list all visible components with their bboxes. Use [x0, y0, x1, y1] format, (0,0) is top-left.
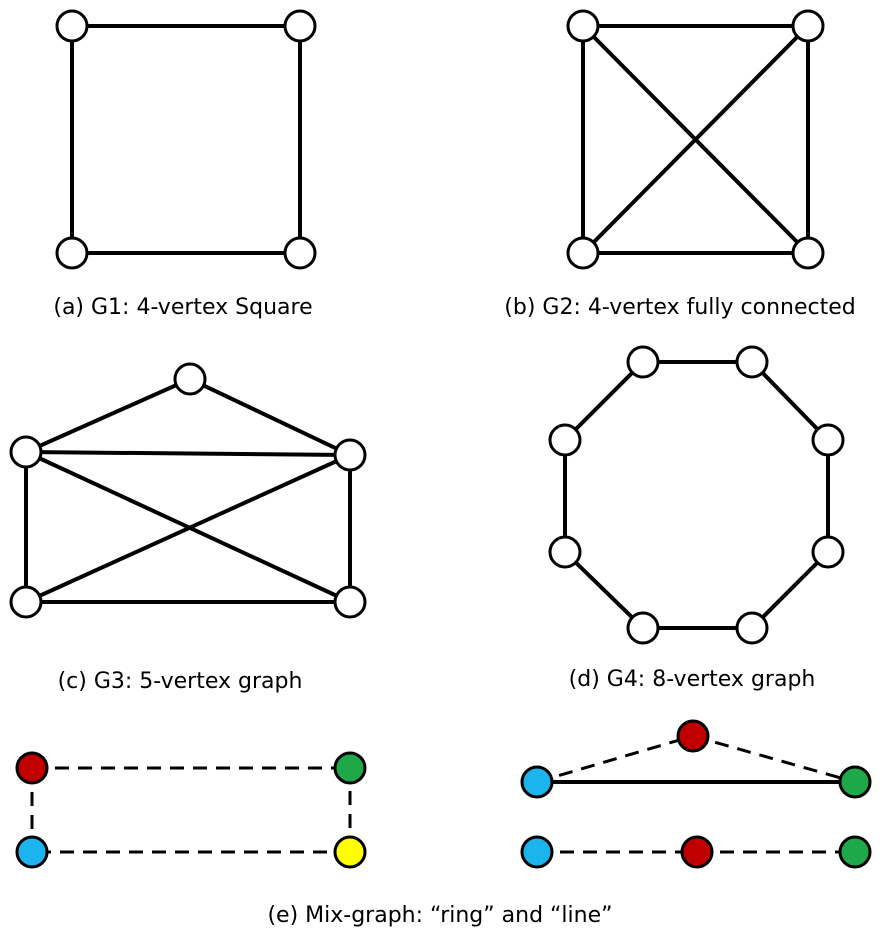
g1-node-br — [283, 236, 317, 270]
caption-g1: (a) G1: 4-vertex Square — [53, 295, 312, 320]
g2-node-tr — [791, 9, 825, 43]
g4-node-n7 — [548, 535, 582, 569]
ring-node-r_yellow — [333, 835, 367, 869]
caption-mix-graph: (e) Mix-graph: “ring” and “line” — [267, 903, 612, 928]
g3-edge-mr-bl — [25, 453, 351, 604]
g3-edge-top-mr — [189, 377, 351, 457]
g3-node-mr — [333, 438, 367, 472]
g3-node-bl — [9, 585, 43, 619]
caption-g3: (c) G3: 5-vertex graph — [58, 669, 303, 694]
g1-node-tl — [55, 9, 89, 43]
triangle-node-t_red — [676, 719, 710, 753]
line-node-l_green — [838, 835, 872, 869]
edges-layer — [24, 24, 856, 854]
g4-edge-n6-n7 — [563, 550, 645, 630]
triangle-node-t_blue — [520, 765, 554, 799]
triangle-edge-t_blue-t_red — [536, 734, 694, 784]
g1-node-tr — [283, 9, 317, 43]
ring-node-r_green — [333, 751, 367, 785]
ring-node-r_blue — [15, 835, 49, 869]
g4-edge-n2-n3 — [750, 360, 830, 442]
caption-g2: (b) G2: 4-vertex fully connected — [504, 295, 855, 320]
g4-node-n1 — [626, 345, 660, 379]
g4-edge-n4-n5 — [750, 550, 830, 630]
g3-node-top — [173, 362, 207, 396]
g1-node-bl — [55, 236, 89, 270]
caption-g4: (d) G4: 8-vertex graph — [569, 667, 816, 692]
nodes-layer — [9, 9, 872, 869]
g4-node-n5 — [735, 611, 769, 645]
g4-node-n8 — [548, 423, 582, 457]
g2-node-bl — [566, 236, 600, 270]
g3-node-ml — [9, 435, 43, 469]
g2-edge-tr-bl — [581, 24, 810, 255]
triangle-edge-t_red-t_green — [692, 734, 856, 784]
g2-node-br — [791, 236, 825, 270]
g3-edge-top-ml — [25, 377, 191, 454]
triangle-node-t_green — [838, 765, 872, 799]
g4-edge-n8-n1 — [563, 360, 645, 442]
g4-node-n4 — [811, 535, 845, 569]
ring-node-r_red — [15, 751, 49, 785]
g3-edge-ml-mr — [25, 450, 351, 457]
g3-node-br — [333, 585, 367, 619]
g4-node-n6 — [626, 611, 660, 645]
g4-node-n3 — [811, 423, 845, 457]
line-node-l_red — [680, 835, 714, 869]
g2-node-tl — [566, 9, 600, 43]
line-node-l_blue — [520, 835, 554, 869]
g4-node-n2 — [735, 345, 769, 379]
